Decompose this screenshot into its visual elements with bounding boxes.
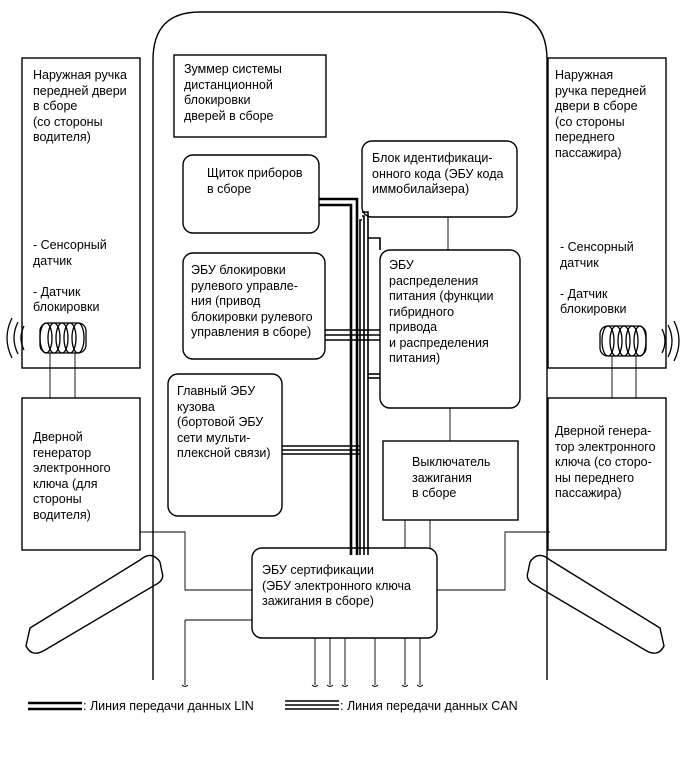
immobilizer-label: Блок идентификаци- онного кода (ЭБУ кода…	[372, 151, 504, 196]
door-handle-right	[526, 554, 665, 654]
legend-lin-label: : Линия передачи данных LIN	[83, 699, 254, 713]
outer-handle-driver-sensors-label: - Сенсорный датчик - Датчик блокировки	[33, 238, 107, 314]
certification-ecu-box	[251, 547, 438, 639]
can-bus	[282, 211, 381, 555]
instrument-panel-label: Щиток приборов в сборе	[207, 166, 303, 196]
power-ecu-label: ЭБУ распределения питания (функции гибри…	[389, 258, 494, 365]
legend-can-symbol	[285, 700, 339, 710]
door-oscillator-passenger-box	[547, 397, 667, 551]
antenna-driver	[6, 317, 87, 359]
buzzer-label: Зуммер системы дистанционной блокировки …	[184, 62, 282, 123]
vehicle-body-outline	[152, 11, 548, 680]
immobilizer-box	[361, 140, 518, 218]
outer-handle-passenger-label: Наружная ручка передней двери в сборе (с…	[555, 68, 647, 160]
antenna-passenger	[599, 320, 680, 362]
certification-ecu-label: ЭБУ сертификации (ЭБУ электронного ключа…	[262, 563, 411, 608]
instrument-panel-box	[182, 154, 320, 234]
door-oscillator-driver-label: Дверной генератор электронного ключа (дл…	[33, 430, 111, 522]
legend-can-label: : Линия передачи данных CAN	[340, 699, 518, 713]
buzzer-box	[173, 54, 327, 138]
ignition-switch-box	[382, 440, 519, 521]
door-oscillator-driver-box	[21, 397, 141, 551]
steering-lock-box	[182, 252, 326, 360]
legend-lin-symbol	[28, 701, 82, 711]
outer-handle-passenger-box	[547, 57, 667, 369]
main-body-ecu-label: Главный ЭБУ кузова (бортовой ЭБУ сети му…	[177, 384, 271, 460]
outer-handle-driver-box	[21, 57, 141, 369]
outer-handle-driver-label: Наружная ручка передней двери в сборе (с…	[33, 68, 127, 144]
outer-handle-passenger-sensors-label: - Сенсорный датчик - Датчик блокировки	[560, 240, 634, 316]
steering-lock-label: ЭБУ блокировки рулевого управле- ния (пр…	[191, 263, 313, 339]
ignition-switch-label: Выключатель зажигания в сборе	[412, 455, 491, 500]
main-body-ecu-box	[167, 373, 283, 517]
door-handle-left	[25, 554, 164, 654]
door-oscillator-passenger-label: Дверной генера- тор электронного ключа (…	[555, 424, 656, 500]
lin-bus	[319, 197, 359, 555]
